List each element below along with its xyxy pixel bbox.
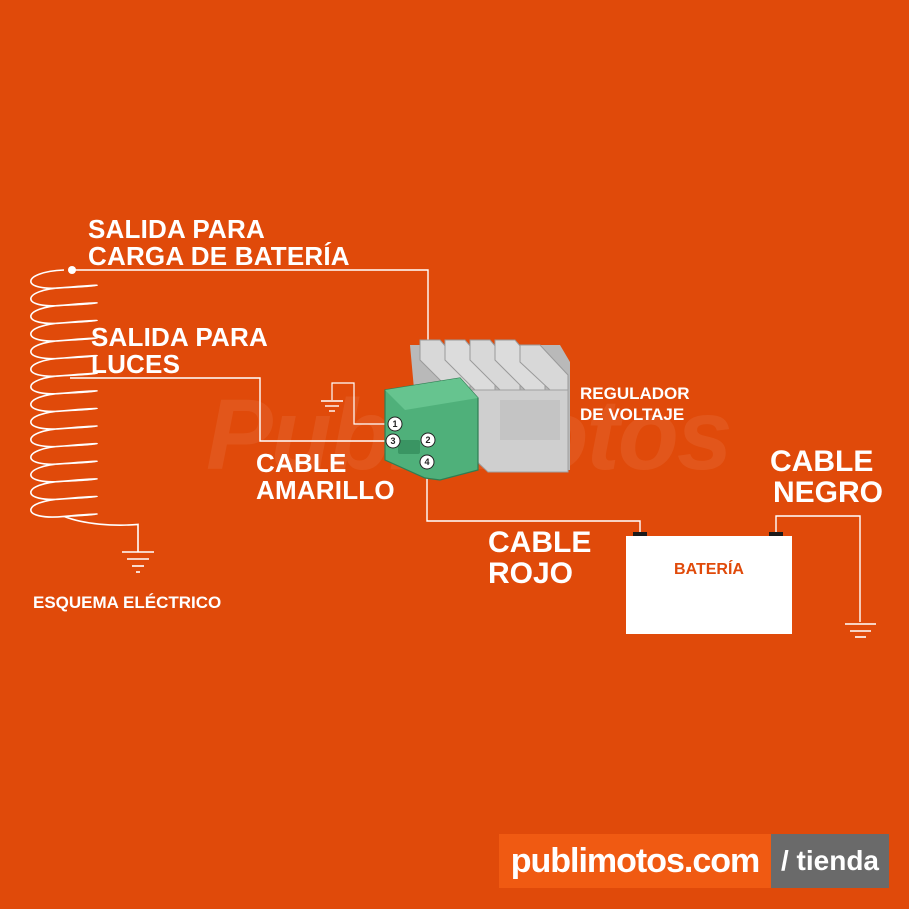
pin-1-marker	[387, 416, 403, 432]
label-cable-negro-line2: NEGRO	[773, 475, 884, 509]
battery-positive-terminal	[633, 532, 647, 539]
label-salida-carga-line2: CARGA DE BATERÍA	[88, 240, 350, 271]
label-cable-negro-line1: CABLE	[770, 445, 874, 478]
label-cable-rojo: CABLE ROJO	[488, 526, 592, 590]
label-cable-amarillo-line2: AMARILLO	[256, 474, 395, 505]
battery-ground-icon	[845, 623, 876, 638]
wire-regulator-ground	[331, 382, 393, 425]
label-cable-rojo-line2: ROJO	[488, 556, 574, 590]
battery: BATERÍA	[626, 536, 792, 634]
pin-markers: 1 2 3 4	[385, 416, 436, 470]
brand-banner[interactable]: publimotos.com / tienda	[499, 834, 889, 888]
tap-point-top	[68, 266, 76, 274]
pin-4-marker	[419, 454, 435, 470]
label-cable-rojo-line1: CABLE	[488, 526, 592, 559]
brand-main-text[interactable]: publimotos.com	[499, 834, 771, 888]
label-regulador-line1: REGULADOR	[580, 384, 690, 403]
brand-sub-text[interactable]: / tienda	[771, 834, 889, 888]
label-cable-amarillo: CABLE AMARILLO	[256, 450, 395, 503]
pin-1-label: 1	[392, 419, 397, 429]
pin-4-label: 4	[424, 457, 429, 467]
pin-3-marker	[385, 433, 401, 449]
label-salida-luces: SALIDA PARA LUCES	[91, 324, 268, 377]
voltage-regulator	[384, 339, 570, 481]
coil-ground-icon	[122, 534, 154, 573]
pin-3-label: 3	[390, 436, 395, 446]
label-salida-luces-line2: LUCES	[91, 348, 181, 379]
wire-salida-luces	[70, 377, 393, 442]
pin-2-label: 2	[425, 435, 430, 445]
pin-2-marker	[420, 432, 436, 448]
stator-coil	[30, 269, 139, 534]
label-salida-luces-line1: SALIDA PARA	[91, 322, 268, 352]
label-cable-amarillo-line1: CABLE	[256, 448, 347, 478]
label-regulador: REGULADOR DE VOLTAJE	[580, 383, 690, 426]
label-cable-negro: CABLE NEGRO	[770, 445, 884, 509]
wire-cable-negro	[775, 515, 861, 622]
battery-label: BATERÍA	[674, 561, 744, 578]
battery-negative-terminal	[769, 532, 783, 539]
label-esquema-electrico: ESQUEMA ELÉCTRICO	[33, 593, 222, 612]
regulator-ground-icon	[321, 400, 343, 412]
label-regulador-line2: DE VOLTAJE	[580, 405, 685, 425]
label-salida-carga-line1: SALIDA PARA	[88, 214, 265, 244]
label-salida-carga: SALIDA PARA CARGA DE BATERÍA	[88, 216, 350, 269]
wire-cable-rojo	[426, 462, 641, 533]
